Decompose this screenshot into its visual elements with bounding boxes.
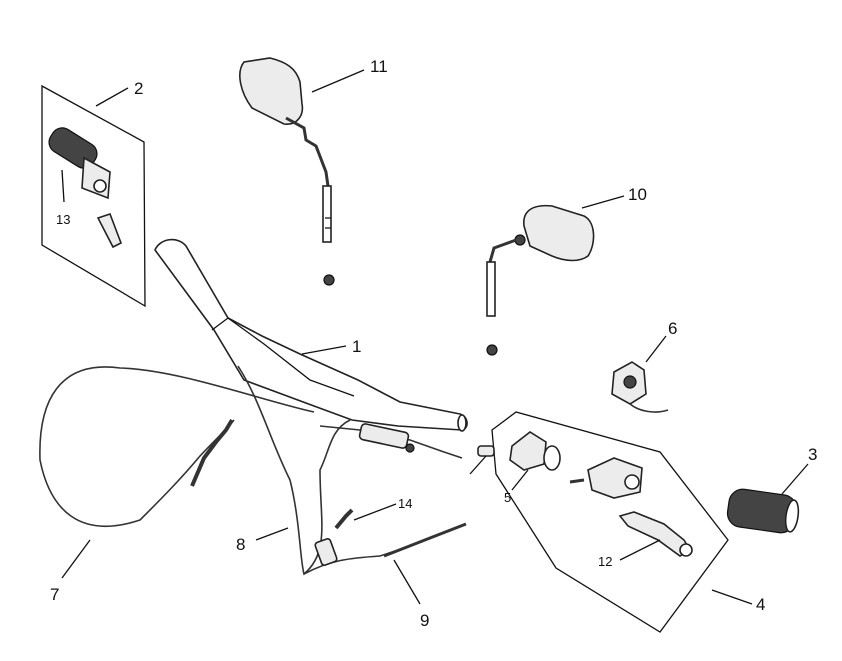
callout-1: 1	[352, 337, 361, 356]
handlebar-part	[154, 238, 468, 432]
callout-3: 3	[808, 445, 817, 464]
cables	[39, 365, 467, 576]
callout-2: 2	[134, 79, 143, 98]
callout-8: 8	[236, 535, 245, 554]
cable-adjuster-9	[383, 522, 467, 558]
throttle-cable-end	[358, 423, 415, 453]
callout-4: 4	[756, 595, 765, 614]
clutch-assembly-panel	[491, 411, 729, 633]
callout-9: 9	[420, 611, 429, 630]
right-mirror-part	[486, 204, 595, 356]
cable-barrel-part	[477, 445, 495, 457]
switch-part	[611, 361, 669, 413]
clutch-bracket-part	[509, 431, 561, 471]
cable-adjuster-7	[190, 418, 234, 487]
clutch-lever-part	[618, 511, 693, 557]
callout-14: 14	[398, 496, 412, 511]
callout-5: 5	[504, 490, 511, 505]
lever-perch-part	[569, 457, 643, 499]
callout-11: 11	[370, 57, 388, 76]
callout-labels: 1 2 3 4 5 6 7 8 9 10 11 12 13 14	[50, 57, 817, 630]
leader-lines	[61, 69, 809, 605]
throttle-inset-panel	[41, 84, 146, 308]
throttle-grip-part	[48, 127, 111, 200]
callout-12: 12	[598, 554, 612, 569]
callout-7: 7	[50, 585, 59, 604]
cable-inline-adjuster	[314, 508, 354, 566]
callout-13: 13	[56, 212, 70, 227]
throttle-cap-part	[96, 212, 123, 249]
callout-6: 6	[668, 319, 677, 338]
left-mirror-part	[239, 57, 335, 286]
grip-part	[726, 488, 800, 534]
callout-10: 10	[628, 185, 647, 204]
